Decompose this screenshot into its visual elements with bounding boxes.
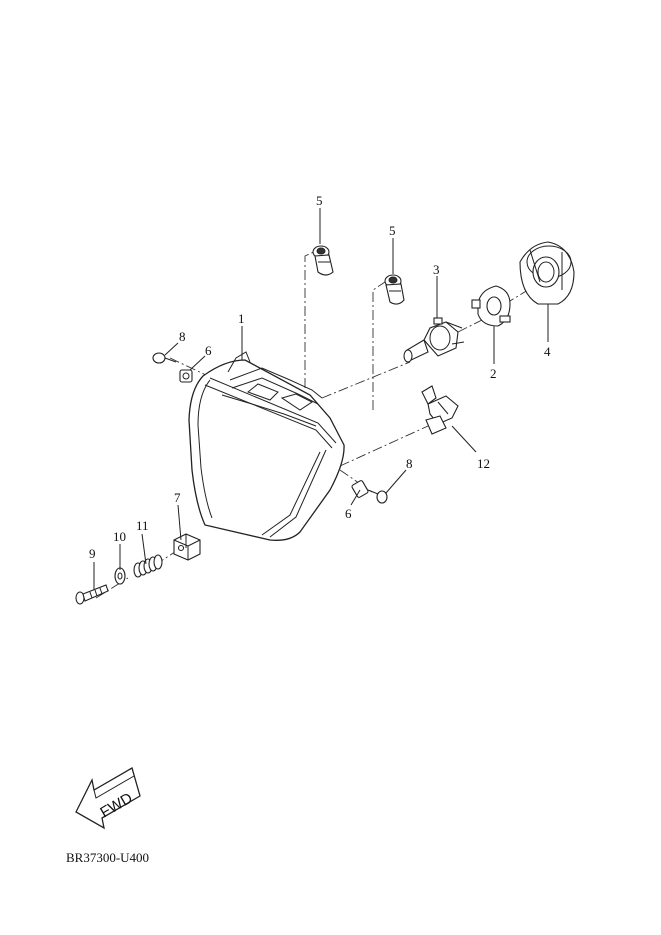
part-label-6-right: 6: [345, 506, 352, 521]
leader-lines: [93, 208, 549, 590]
collar-left: [179, 369, 193, 383]
part-label-8-right: 8: [406, 456, 413, 471]
rubber-cap-lower: [384, 274, 405, 305]
diagram-reference-code: BR37300-U400: [66, 850, 149, 865]
part-label-1: 1: [238, 311, 245, 326]
dust-cover: [519, 241, 575, 305]
washer: [114, 567, 126, 585]
rubber-cap-upper: [312, 245, 334, 276]
assembly-lines: [95, 249, 529, 599]
bulb-retainer: [471, 285, 511, 327]
screw-left: [152, 352, 177, 364]
bulb-socket: [421, 385, 459, 435]
part-label-7: 7: [174, 490, 181, 505]
nut-block: [173, 533, 201, 561]
part-label-6-left: 6: [205, 343, 212, 358]
part-label-9: 9: [89, 546, 96, 561]
screw-right: [367, 489, 388, 504]
part-label-5-upper: 5: [316, 193, 323, 208]
adjuster-spring: [133, 554, 163, 578]
headlight-housing: [188, 351, 345, 541]
part-label-10: 10: [113, 529, 126, 544]
fwd-arrow-icon: FWD: [75, 767, 141, 830]
part-label-8-left: 8: [179, 329, 186, 344]
collar-right: [351, 480, 369, 498]
part-label-3: 3: [433, 262, 440, 277]
part-labels: 5 5 3 1 8 6 4 2 12 8 6 7 11 10 9: [89, 193, 551, 561]
part-label-5-lower: 5: [389, 223, 396, 238]
part-label-12: 12: [477, 456, 490, 471]
part-label-11: 11: [136, 518, 149, 533]
headlight-bulb: [403, 317, 465, 363]
part-label-2: 2: [490, 366, 497, 381]
adjuster-screw: [75, 584, 109, 605]
part-label-4: 4: [544, 344, 551, 359]
